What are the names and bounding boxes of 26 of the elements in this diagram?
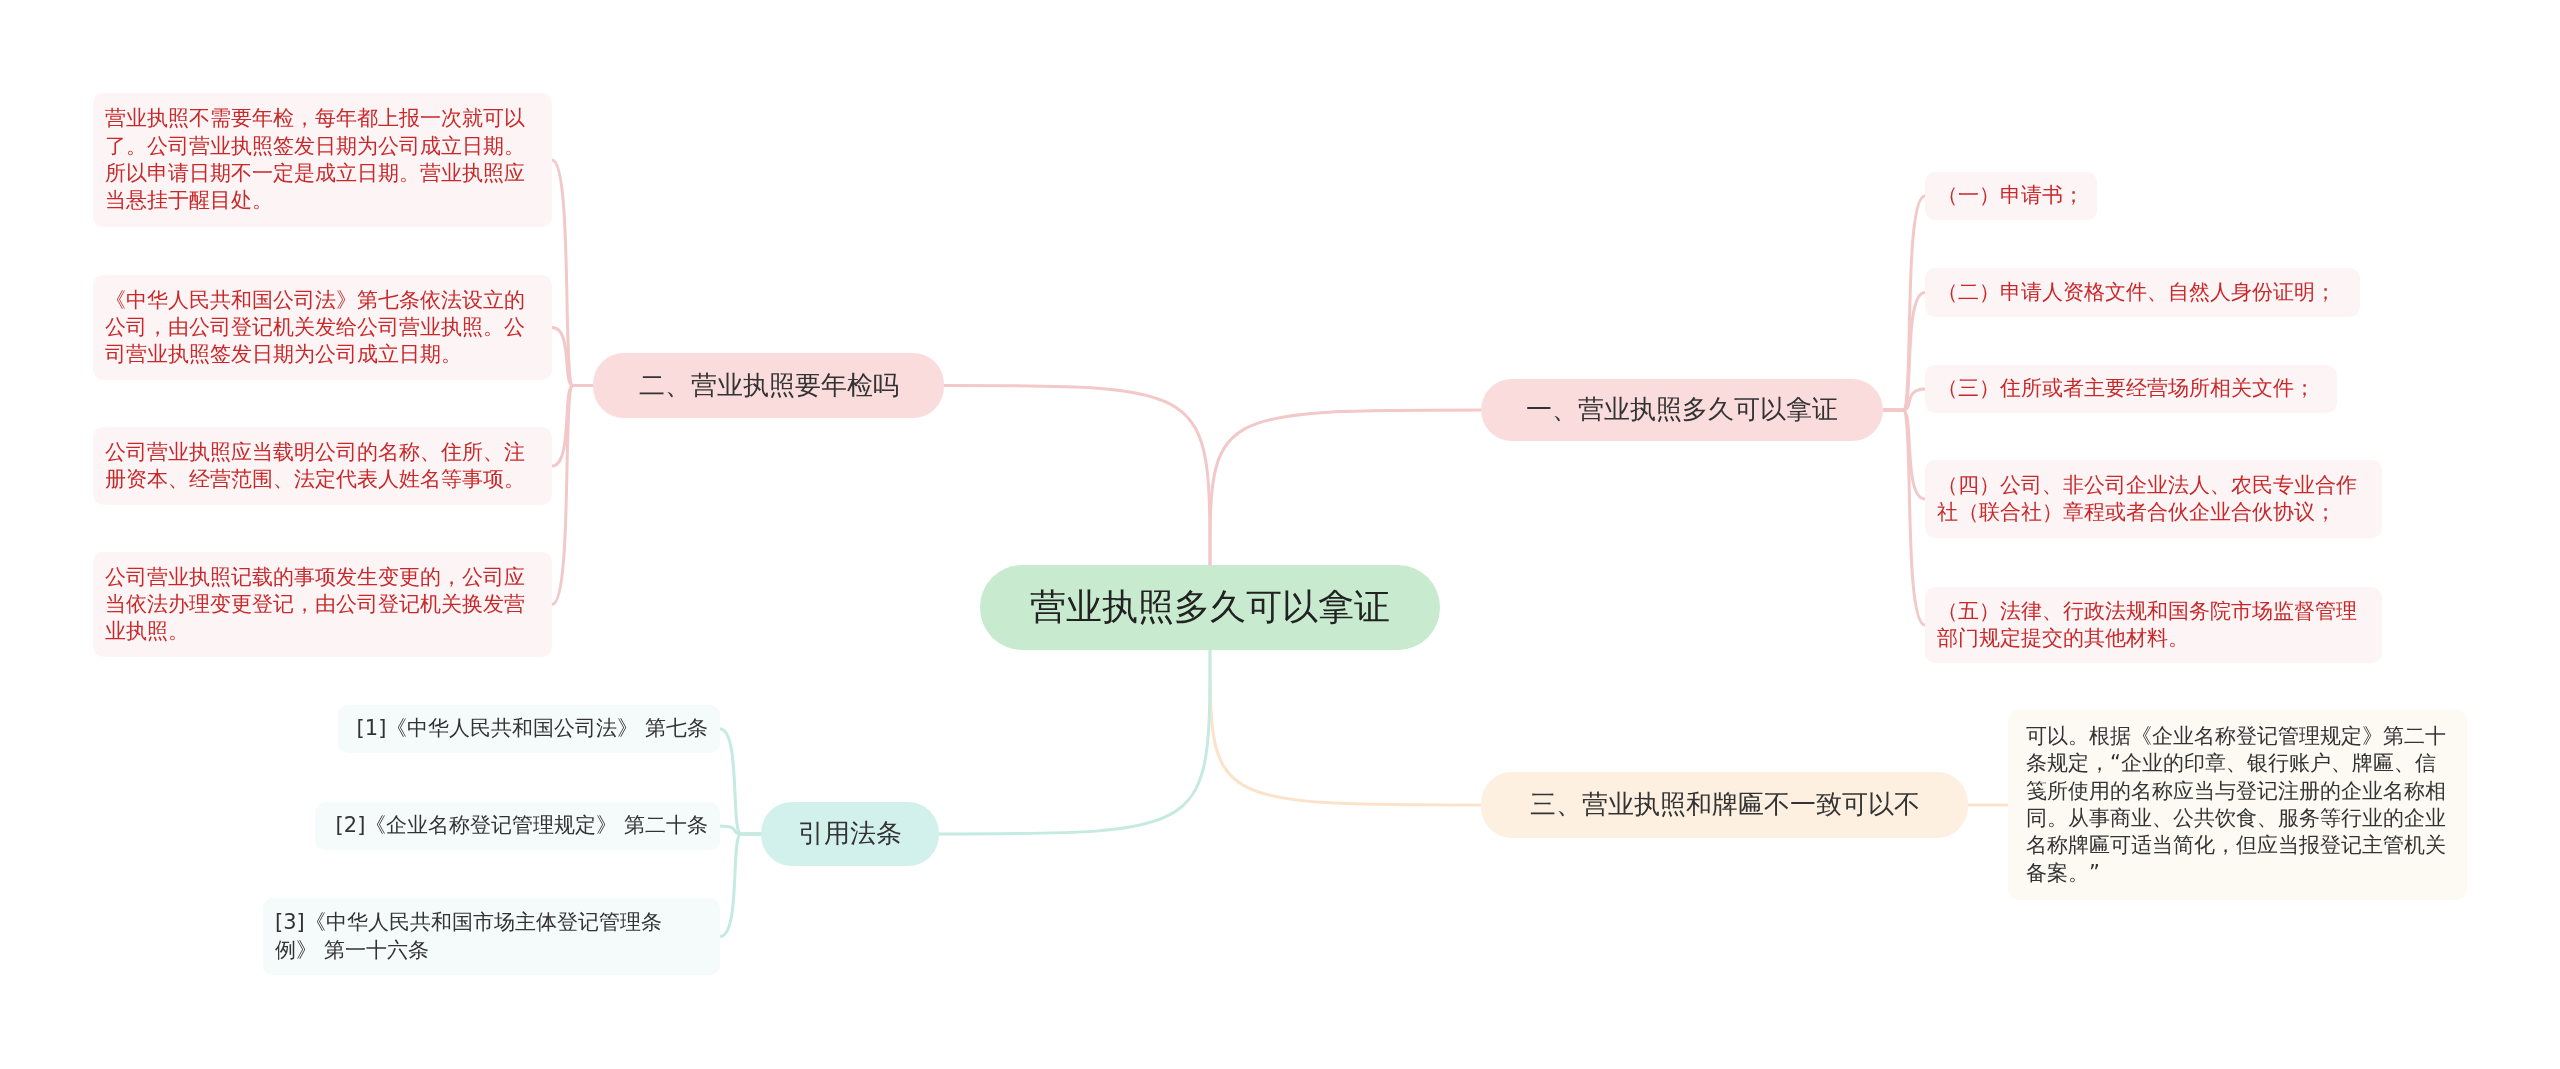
branch-line [1883, 408, 1926, 627]
citation-box: [3]《中华人民共和国市场主体登记管理条例》 第一十六条 [263, 898, 720, 975]
branch-line [1968, 803, 2008, 807]
note-box: （四）公司、非公司企业法人、农民专业合作社（联合社）章程或者合伙企业合伙协议； [1925, 460, 2382, 538]
note-box: （二）申请人资格文件、自然人身份证明； [1925, 268, 2360, 317]
branch-topic: 一、营业执照多久可以拿证 [1481, 379, 1883, 441]
branch-line [1208, 408, 1481, 565]
note-box: 可以。根据《企业名称登记管理规定》第二十条规定，“企业的印章、银行账户、牌匾、信笺所使用的名称应当与登记注册的企业名称相同。从事商业、公共饮食、服务等行业的企业名称牌匾可适当简化，但应当报登记主管机关备案。” [2008, 710, 2467, 900]
branch-line [719, 832, 761, 938]
note-box: 《中华人民共和国公司法》第七条依法设立的公司，由公司登记机关发给公司营业执照。公司营业执照签发日期为公司成立日期。 [93, 275, 552, 380]
central-topic: 营业执照多久可以拿证 [980, 565, 1440, 650]
branch-line [939, 650, 1212, 836]
note-box: 营业执照不需要年检，每年都上报一次就可以了。公司营业执照签发日期为公司成立日期。所以申请日期不一定是成立日期。营业执照应当悬挂于醒目处。 [93, 93, 552, 227]
branch-line [1208, 650, 1481, 807]
branch-line [550, 384, 593, 606]
branch-topic: 二、营业执照要年检吗 [593, 353, 944, 418]
citation-box: [2]《企业名称登记管理规定》 第二十条 [315, 802, 720, 850]
branch-line [944, 384, 1212, 565]
note-box: （五）法律、行政法规和国务院市场监督管理部门规定提交的其他材料。 [1925, 587, 2382, 663]
branch-topic: 三、营业执照和牌匾不一致可以不 [1481, 772, 1968, 838]
note-box: 公司营业执照记载的事项发生变更的，公司应当依法办理变更登记，由公司登记机关换发营业执照。 [93, 552, 552, 657]
note-box: （三）住所或者主要经营场所相关文件； [1925, 365, 2337, 413]
note-box: （一）申请书； [1925, 172, 2097, 220]
branch-topic: 引用法条 [761, 802, 939, 866]
note-box: 公司营业执照应当载明公司的名称、住所、注册资本、经营范围、法定代表人姓名等事项。 [93, 427, 552, 505]
citation-box: [1]《中华人民共和国公司法》 第七条 [338, 705, 720, 753]
